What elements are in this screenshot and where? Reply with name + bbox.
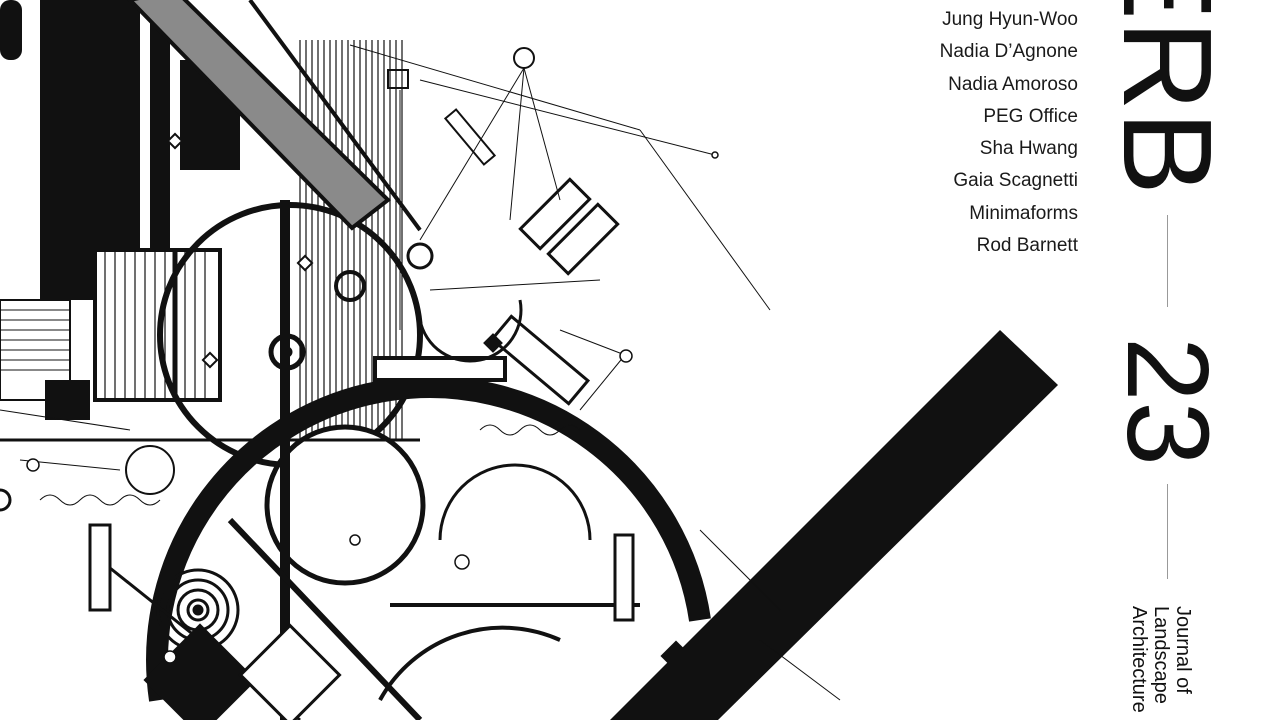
contributor-name: Nadia D’Agnone (939, 41, 1078, 63)
contributor-name: Jung Hyun-Woo (942, 9, 1078, 30)
contributor-name: Sha Hwang (979, 138, 1078, 160)
journal-title: ERB (1097, 0, 1238, 196)
contributor-name: Gaia Scagnetti (953, 170, 1078, 192)
subtitle-line: Landscape (1150, 606, 1172, 704)
black-diagonal-bar (610, 330, 1058, 720)
contributor-name: Rod Barnett (976, 235, 1078, 257)
divider-line (1167, 484, 1168, 579)
contributor-name: Nadia Amoroso (948, 73, 1078, 95)
subtitle-line: Architecture (1128, 606, 1150, 713)
issue-number: 23 (1103, 337, 1233, 467)
gray-diagonal-bar (127, 0, 392, 231)
contributor-name: Minimaforms (969, 202, 1078, 224)
contributor-list: Jung Hyun-Woo Nadia D’Agnone Nadia Amoro… (940, 4, 1078, 262)
contributor-name: PEG Office (983, 105, 1078, 127)
subtitle-line: Journal of (1172, 606, 1194, 694)
divider-line (1167, 215, 1168, 307)
journal-subtitle: Journal of Landscape Architecture (1128, 606, 1194, 713)
